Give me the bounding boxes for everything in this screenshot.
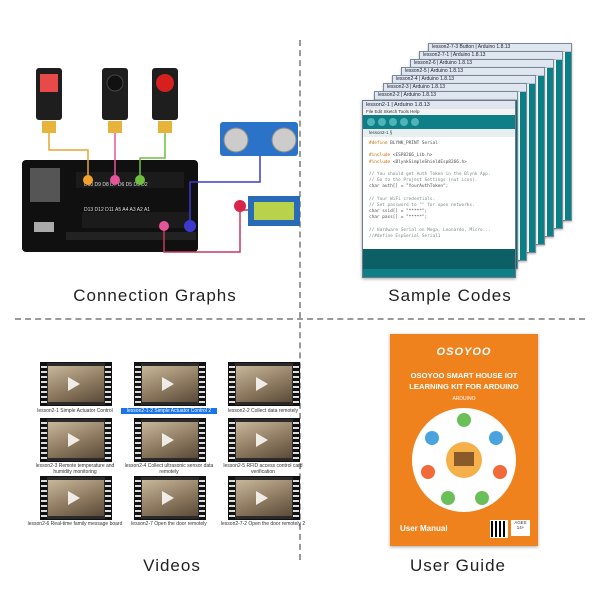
video-thumbnail[interactable] <box>134 476 206 520</box>
video-caption: lesson2-2 Collect data remotely <box>227 408 299 414</box>
manual-subtitle: ARDUINO <box>452 396 476 402</box>
led-module <box>152 68 178 133</box>
top-pin-labels: D10 D9 D8 D7 D6 D5 D3 D2 <box>84 182 148 188</box>
horizontal-divider <box>15 318 585 320</box>
kit-illustration <box>412 408 516 512</box>
video-caption: lesson2-4 Collect ultrasonic sensor data… <box>124 463 214 475</box>
qr-code <box>490 520 508 538</box>
play-icon <box>68 433 80 447</box>
video-thumbnail[interactable] <box>134 418 206 462</box>
button-module <box>36 68 62 133</box>
video-thumbnail[interactable] <box>228 476 300 520</box>
ultrasonic-sensor <box>220 122 298 156</box>
play-icon <box>256 433 268 447</box>
arduino-shield <box>22 160 198 252</box>
sample-codes-title: Sample Codes <box>388 286 512 305</box>
age-badge: AGES 14+ <box>511 520 530 536</box>
video-caption: lesson2-7 Open the door remotely <box>131 521 207 527</box>
manual-title-line2: LEARNING KIT FOR ARDUINO <box>409 382 519 391</box>
video-thumbnail[interactable] <box>40 476 112 520</box>
brand-logo: OSOYOO <box>436 346 492 358</box>
ide-code: #define BLYNK_PRINT Serial #include <ESP… <box>369 141 491 240</box>
arduino-ide-window: lesson2-1 | Arduino 1.8.13 File Edit Ske… <box>362 100 516 278</box>
user-guide-title: User Guide <box>410 556 506 575</box>
video-caption: lesson2-1 Simple Actuator Control <box>37 408 113 414</box>
play-icon <box>256 491 268 505</box>
videos-title: Videos <box>143 556 201 575</box>
video-thumbnail[interactable] <box>228 418 300 462</box>
vertical-divider <box>299 40 301 560</box>
video-thumbnail[interactable] <box>40 362 112 406</box>
video-thumbnail[interactable] <box>134 362 206 406</box>
play-icon <box>162 491 174 505</box>
connection-diagram: D10 D9 D8 D7 D6 D5 D3 D2 D13 D12 D11 A5 … <box>22 68 300 253</box>
video-thumbnail[interactable] <box>228 362 300 406</box>
manual-footer: User Manual <box>400 524 448 533</box>
ide-toolbar <box>363 115 515 129</box>
ide-status <box>363 269 515 277</box>
play-icon <box>162 377 174 391</box>
play-icon <box>256 377 268 391</box>
video-thumbnail[interactable] <box>40 418 112 462</box>
play-icon <box>68 491 80 505</box>
user-manual-cover: OSOYOO OSOYOO SMART HOUSE IOT LEARNING K… <box>390 334 538 546</box>
video-caption: lesson2-3 Remote temperature and humidit… <box>35 463 115 475</box>
lcd-display <box>248 196 300 226</box>
ide-tab: lesson2-1 § <box>363 129 515 137</box>
connection-graphs-title: Connection Graphs <box>73 286 237 305</box>
ide-menu: File Edit Sketch Tools Help <box>363 109 515 115</box>
manual-title-line1: OSOYOO SMART HOUSE IOT <box>410 371 518 380</box>
ide-title: lesson2-1 | Arduino 1.8.13 <box>363 101 515 109</box>
buzzer-module <box>102 68 128 133</box>
video-caption: lesson2-5 RFID access control card verif… <box>223 463 303 475</box>
video-caption: lesson2-1-2 Simple Actuator Control 2 <box>121 408 217 414</box>
bottom-pin-labels: D13 D12 D11 A5 A4 A3 A2 A1 <box>84 207 150 213</box>
play-icon <box>68 377 80 391</box>
ide-console <box>363 249 515 269</box>
play-icon <box>162 433 174 447</box>
video-caption: lesson2-6 Real-time family message board <box>27 521 123 527</box>
video-caption: lesson2-7-2 Open the door remotely 2 <box>220 521 306 527</box>
